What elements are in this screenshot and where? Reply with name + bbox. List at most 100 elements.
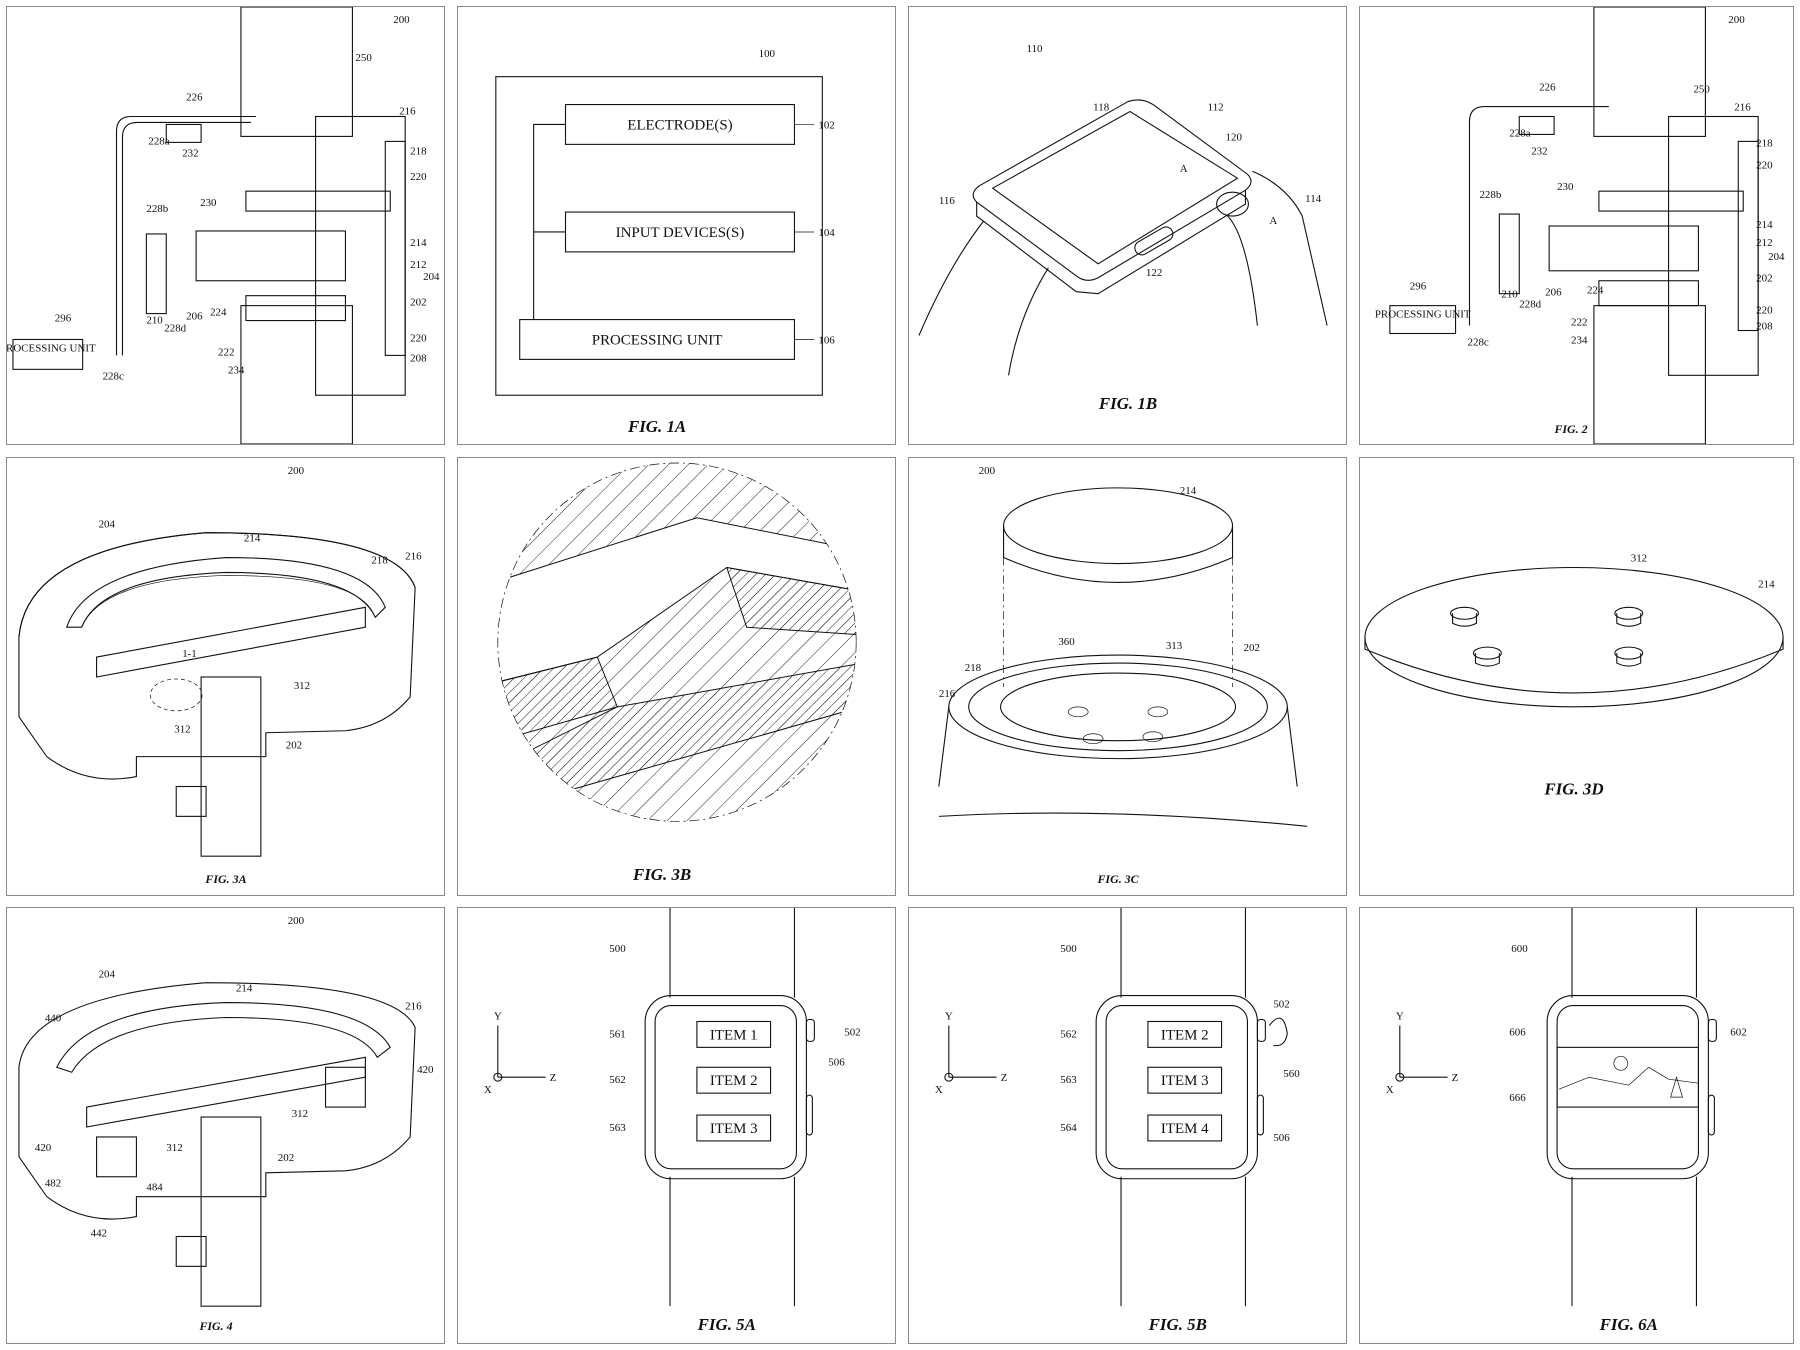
ref-200-fig2: 200 — [1728, 14, 1745, 26]
pin-4 — [1614, 646, 1644, 667]
label-220-fig2: 220 — [1756, 159, 1773, 171]
crown-cutaway-fig4-drawing: 200 204 214 216 440 420 312 312 202 420 … — [18, 915, 434, 1333]
watch-perspective-drawing: 110 118 112 120 116 114 122 A A FIG. 1B — [918, 43, 1328, 413]
electrodes-box: ELECTRODE(S) — [627, 117, 732, 133]
figure-panel-fig-4: 200 204 214 216 440 420 312 312 202 420 … — [6, 907, 445, 1344]
watch-list-ui-5b: ITEM 2 ITEM 3 ITEM 4 562 563 564 500 502… — [935, 908, 1300, 1334]
label-214-fig3c: 214 — [1180, 485, 1197, 497]
ref-104: 104 — [818, 227, 835, 239]
label-218-fig2: 218 — [1756, 137, 1773, 149]
item-3: ITEM 3 — [710, 1121, 758, 1137]
ref-500: 500 — [609, 943, 626, 955]
item-2-5b: ITEM 2 — [1161, 1027, 1209, 1043]
ref-563: 563 — [609, 1122, 626, 1134]
label-202: 202 — [410, 297, 426, 309]
figure-panel-fig-3c: 200 214 360 313 202 218 216 FIG. 3C — [908, 457, 1347, 896]
ref-564: 564 — [1060, 1122, 1077, 1134]
label-606: 606 — [1509, 1026, 1526, 1038]
ref-102: 102 — [818, 119, 834, 131]
label-224: 224 — [210, 307, 227, 319]
axis-y-5b: Y — [945, 1010, 953, 1022]
processing-unit-box-label-fig2: PROCESSING UNIT — [1375, 309, 1471, 321]
caption-fig-5a: FIG. 5A — [697, 1315, 756, 1334]
label-228a: 228a — [148, 135, 169, 147]
label-214-fig3d: 214 — [1758, 578, 1775, 590]
item-4-5b: ITEM 4 — [1161, 1121, 1209, 1137]
label-214: 214 — [410, 237, 427, 249]
label-220: 220 — [410, 171, 427, 183]
label-228b: 228b — [146, 203, 168, 215]
label-202-fig3c: 202 — [1243, 642, 1259, 654]
label-212-fig2: 212 — [1756, 237, 1772, 249]
fig-2-cross-section-drawing: PROCESSING UNIT 200 226 250 216 218 220 … — [1375, 7, 1785, 444]
label-210: 210 — [146, 315, 163, 327]
caption-fig-2: FIG. 2 — [1553, 422, 1587, 436]
axis-x: X — [484, 1084, 492, 1096]
label-230: 230 — [200, 197, 217, 209]
axis-z-5b: Z — [1001, 1072, 1008, 1084]
figure-panel-fig-6a: 600 606 602 666 Y X Z FIG. 6A — [1359, 907, 1794, 1344]
label-296: 296 — [55, 313, 72, 325]
label-250-fig2: 250 — [1693, 84, 1710, 96]
ref-110: 110 — [1026, 43, 1043, 55]
ref-200: 200 — [393, 14, 410, 26]
label-440: 440 — [45, 1012, 62, 1024]
label-118: 118 — [1093, 102, 1110, 114]
label-218-fig3c: 218 — [965, 662, 982, 674]
caption-fig-1b: FIG. 1B — [1098, 394, 1157, 413]
label-234-fig2: 234 — [1571, 334, 1588, 346]
label-313: 313 — [1166, 640, 1183, 652]
label-120: 120 — [1226, 131, 1243, 143]
label-214-fig2: 214 — [1756, 219, 1773, 231]
label-218: 218 — [410, 145, 427, 157]
ref-200-fig4: 200 — [288, 915, 305, 927]
crown-cross-section-drawing: PROCESSING UNIT 200 226 250 216 218 220 … — [7, 7, 440, 444]
label-506: 506 — [828, 1056, 845, 1068]
label-360: 360 — [1058, 636, 1075, 648]
ref-561: 561 — [609, 1028, 625, 1040]
caption-fig-6a: FIG. 6A — [1599, 1315, 1658, 1334]
ref-600: 600 — [1511, 943, 1528, 955]
label-312-left: 312 — [174, 724, 190, 736]
label-296-fig2: 296 — [1410, 281, 1427, 293]
axis-x-5b: X — [935, 1084, 943, 1096]
processing-unit-box-label: PROCESSING UNIT — [7, 342, 96, 354]
label-482: 482 — [45, 1178, 61, 1190]
label-216: 216 — [399, 106, 416, 118]
label-420-left: 420 — [35, 1142, 52, 1154]
pin-1 — [1450, 606, 1480, 627]
label-202-fig3a: 202 — [286, 740, 302, 752]
pin-3 — [1472, 646, 1502, 667]
label-1-1: 1-1 — [182, 648, 197, 660]
figure-panel-fig-2: PROCESSING UNIT 200 226 250 216 218 220 … — [1359, 6, 1794, 445]
label-228d: 228d — [164, 323, 186, 335]
crown-cutaway-drawing: 200 204 214 218 216 1-1 312 312 202 FIG.… — [18, 465, 422, 886]
caption-fig-1a: FIG. 1A — [627, 417, 686, 436]
watch-list-ui-5a: ITEM 1 ITEM 2 ITEM 3 561 562 563 500 502… — [484, 908, 861, 1334]
label-228c: 228c — [103, 370, 124, 382]
section-arrow-a-bottom: A — [1269, 215, 1277, 227]
ref-500-5b: 500 — [1060, 943, 1077, 955]
figure-panel-cross-section-left: PROCESSING UNIT 200 226 250 216 218 220 … — [6, 6, 445, 445]
label-112: 112 — [1208, 102, 1224, 114]
caption-fig-3c: FIG. 3C — [1096, 872, 1139, 886]
label-234: 234 — [228, 364, 245, 376]
label-228b-fig2: 228b — [1479, 189, 1501, 201]
label-214-fig4: 214 — [236, 983, 253, 995]
axis-y: Y — [494, 1010, 502, 1022]
label-212: 212 — [410, 259, 426, 271]
label-312-right: 312 — [294, 680, 310, 692]
item-2: ITEM 2 — [710, 1073, 758, 1089]
label-214-fig3a: 214 — [244, 533, 261, 545]
label-210-fig2: 210 — [1501, 289, 1518, 301]
ref-100: 100 — [759, 48, 776, 60]
pin-2 — [1614, 606, 1644, 627]
disc-with-pins-drawing: 312 214 FIG. 3D — [1364, 553, 1784, 798]
figure-panel-fig-5b: ITEM 2 ITEM 3 ITEM 4 562 563 564 500 502… — [908, 907, 1347, 1344]
tree-icon — [1670, 1076, 1683, 1098]
figure-panel-fig-1b: 110 118 112 120 116 114 122 A A FIG. 1B — [908, 6, 1347, 445]
ref-562-5b: 562 — [1060, 1028, 1076, 1040]
label-222: 222 — [218, 346, 234, 358]
section-arrow-a-top: A — [1180, 163, 1188, 175]
label-204-fig4: 204 — [99, 969, 116, 981]
